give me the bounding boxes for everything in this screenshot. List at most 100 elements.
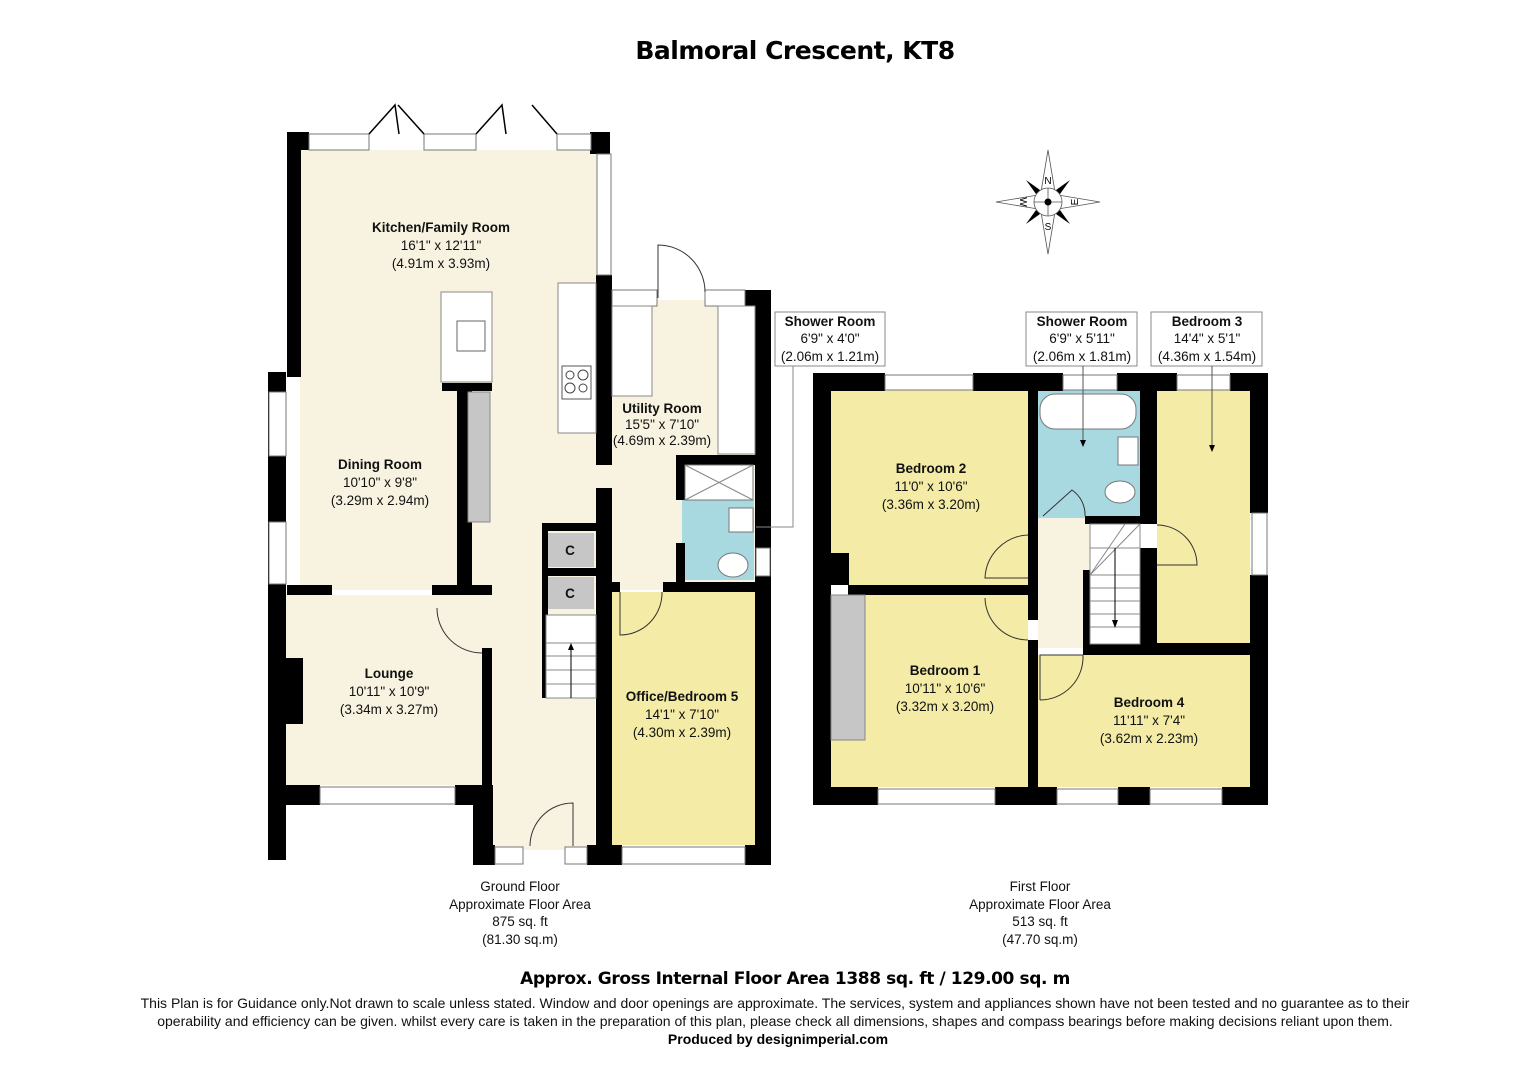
disclaimer-line: This Plan is for Guidance only.Not drawn… (140, 995, 1410, 1011)
washbasin-icon (728, 507, 754, 533)
window (494, 846, 524, 865)
room-dimensions-imperial: 15'5" x 7'10" (625, 417, 699, 432)
floor-area-sqft: 513 sq. ft (1012, 914, 1068, 929)
room-dimensions-metric: (4.91m x 3.93m) (392, 256, 490, 271)
first-floor-caption: First Floor Approximate Floor Area 513 s… (940, 878, 1140, 948)
room-dimensions-imperial: 10'11" x 10'9" (349, 684, 430, 699)
french-door (475, 103, 558, 135)
callout-box (774, 311, 886, 367)
room-name: Dining Room (338, 457, 422, 472)
floor-area-label: Approximate Floor Area (449, 896, 591, 912)
sink-icon (456, 320, 486, 352)
compass-west: W (1017, 197, 1028, 207)
wall (542, 568, 597, 576)
wall (287, 132, 301, 377)
wall (676, 455, 756, 465)
toilet-icon (717, 552, 749, 578)
room-dimensions-imperial: 10'10" x 9'8" (343, 475, 417, 490)
compass-south: S (1045, 222, 1052, 233)
arrow-head-icon (568, 643, 574, 650)
room-dimensions-metric: (2.06m x 1.21m) (781, 349, 879, 364)
wall (442, 383, 492, 391)
wall (1083, 570, 1090, 650)
room-dimensions-imperial: 6'9" x 5'11" (1049, 331, 1115, 346)
wall (482, 648, 492, 788)
callout-box (1150, 311, 1263, 367)
wall (587, 845, 622, 865)
window (877, 788, 996, 805)
hob-ring (564, 382, 576, 394)
window (564, 846, 588, 865)
room-name: Bedroom 3 (1172, 314, 1243, 329)
wall (663, 582, 756, 592)
wall (542, 523, 597, 531)
door-swing (1156, 524, 1198, 566)
room-name: Bedroom 4 (1114, 695, 1185, 710)
floor-name: Ground Floor (480, 879, 560, 894)
room-dimensions-metric: (2.06m x 1.81m) (1033, 349, 1131, 364)
wall (1083, 643, 1268, 655)
window (611, 289, 658, 307)
window (884, 374, 974, 391)
window (1056, 788, 1119, 805)
floor-name: First Floor (1009, 879, 1071, 894)
room-dimensions-imperial: 16'1" x 12'11" (401, 238, 482, 253)
callout-leader (756, 366, 794, 528)
wall (1085, 516, 1157, 524)
room-dimensions-imperial: 11'0" x 10'6" (894, 479, 967, 494)
hob-ring (578, 383, 588, 393)
room-dimensions-metric: (4.30m x 2.39m) (633, 725, 731, 740)
wall (1140, 548, 1157, 648)
wall (268, 785, 320, 805)
wall (1028, 373, 1038, 668)
compass-north: N (1044, 176, 1051, 187)
bedroom2-floor (830, 390, 1028, 585)
wall (973, 373, 1063, 391)
door-swing (529, 802, 574, 847)
window (1149, 788, 1223, 805)
french-door (368, 103, 425, 135)
bath-icon (1039, 393, 1137, 430)
door-swing (436, 607, 483, 654)
cupboard-label: C (565, 586, 575, 601)
shower-tray-cross (684, 464, 754, 501)
window (755, 547, 771, 577)
gross-floor-area: Approx. Gross Internal Floor Area 1388 s… (520, 969, 1070, 989)
disclaimer-line: operability and efficiency can be given.… (157, 1013, 1393, 1029)
lounge-floor (285, 595, 490, 785)
window (319, 786, 456, 805)
first-floor-plan (813, 373, 1268, 805)
door-swing (984, 534, 1029, 579)
wall (432, 585, 492, 595)
wall (755, 290, 771, 865)
wall (1028, 648, 1038, 805)
produced-by: Produced by designimperial.com (667, 1031, 889, 1047)
floor-area-label: Approximate Floor Area (969, 896, 1111, 912)
toilet-icon (1104, 480, 1136, 504)
wall (848, 585, 1036, 595)
disclaimer: This Plan is for Guidance only.Not drawn… (40, 994, 1510, 1030)
wall (473, 845, 495, 865)
utility-worktop (611, 305, 653, 397)
wall (676, 543, 685, 583)
window (268, 521, 287, 585)
room-name: Lounge (365, 666, 414, 681)
compass-rose-icon: N S E W (995, 149, 1101, 255)
room-dimensions-imperial: 14'1" x 7'10" (645, 707, 719, 722)
arrow-head-icon (1080, 440, 1086, 447)
window (1062, 374, 1118, 391)
room-name: Kitchen/Family Room (372, 220, 510, 235)
wall-gap (1028, 620, 1038, 640)
wall (1250, 575, 1268, 805)
wall (287, 585, 332, 595)
room-name: Bedroom 2 (896, 461, 967, 476)
chimney-breast (278, 658, 303, 724)
window (596, 153, 612, 276)
floor-area-sqm: (81.30 sq.m) (482, 931, 558, 947)
wall (596, 275, 612, 465)
room-dimensions-metric: (4.69m x 2.39m) (613, 433, 711, 448)
room-name: Bedroom 1 (910, 663, 981, 678)
wall (1250, 373, 1268, 513)
wall (1118, 787, 1150, 805)
